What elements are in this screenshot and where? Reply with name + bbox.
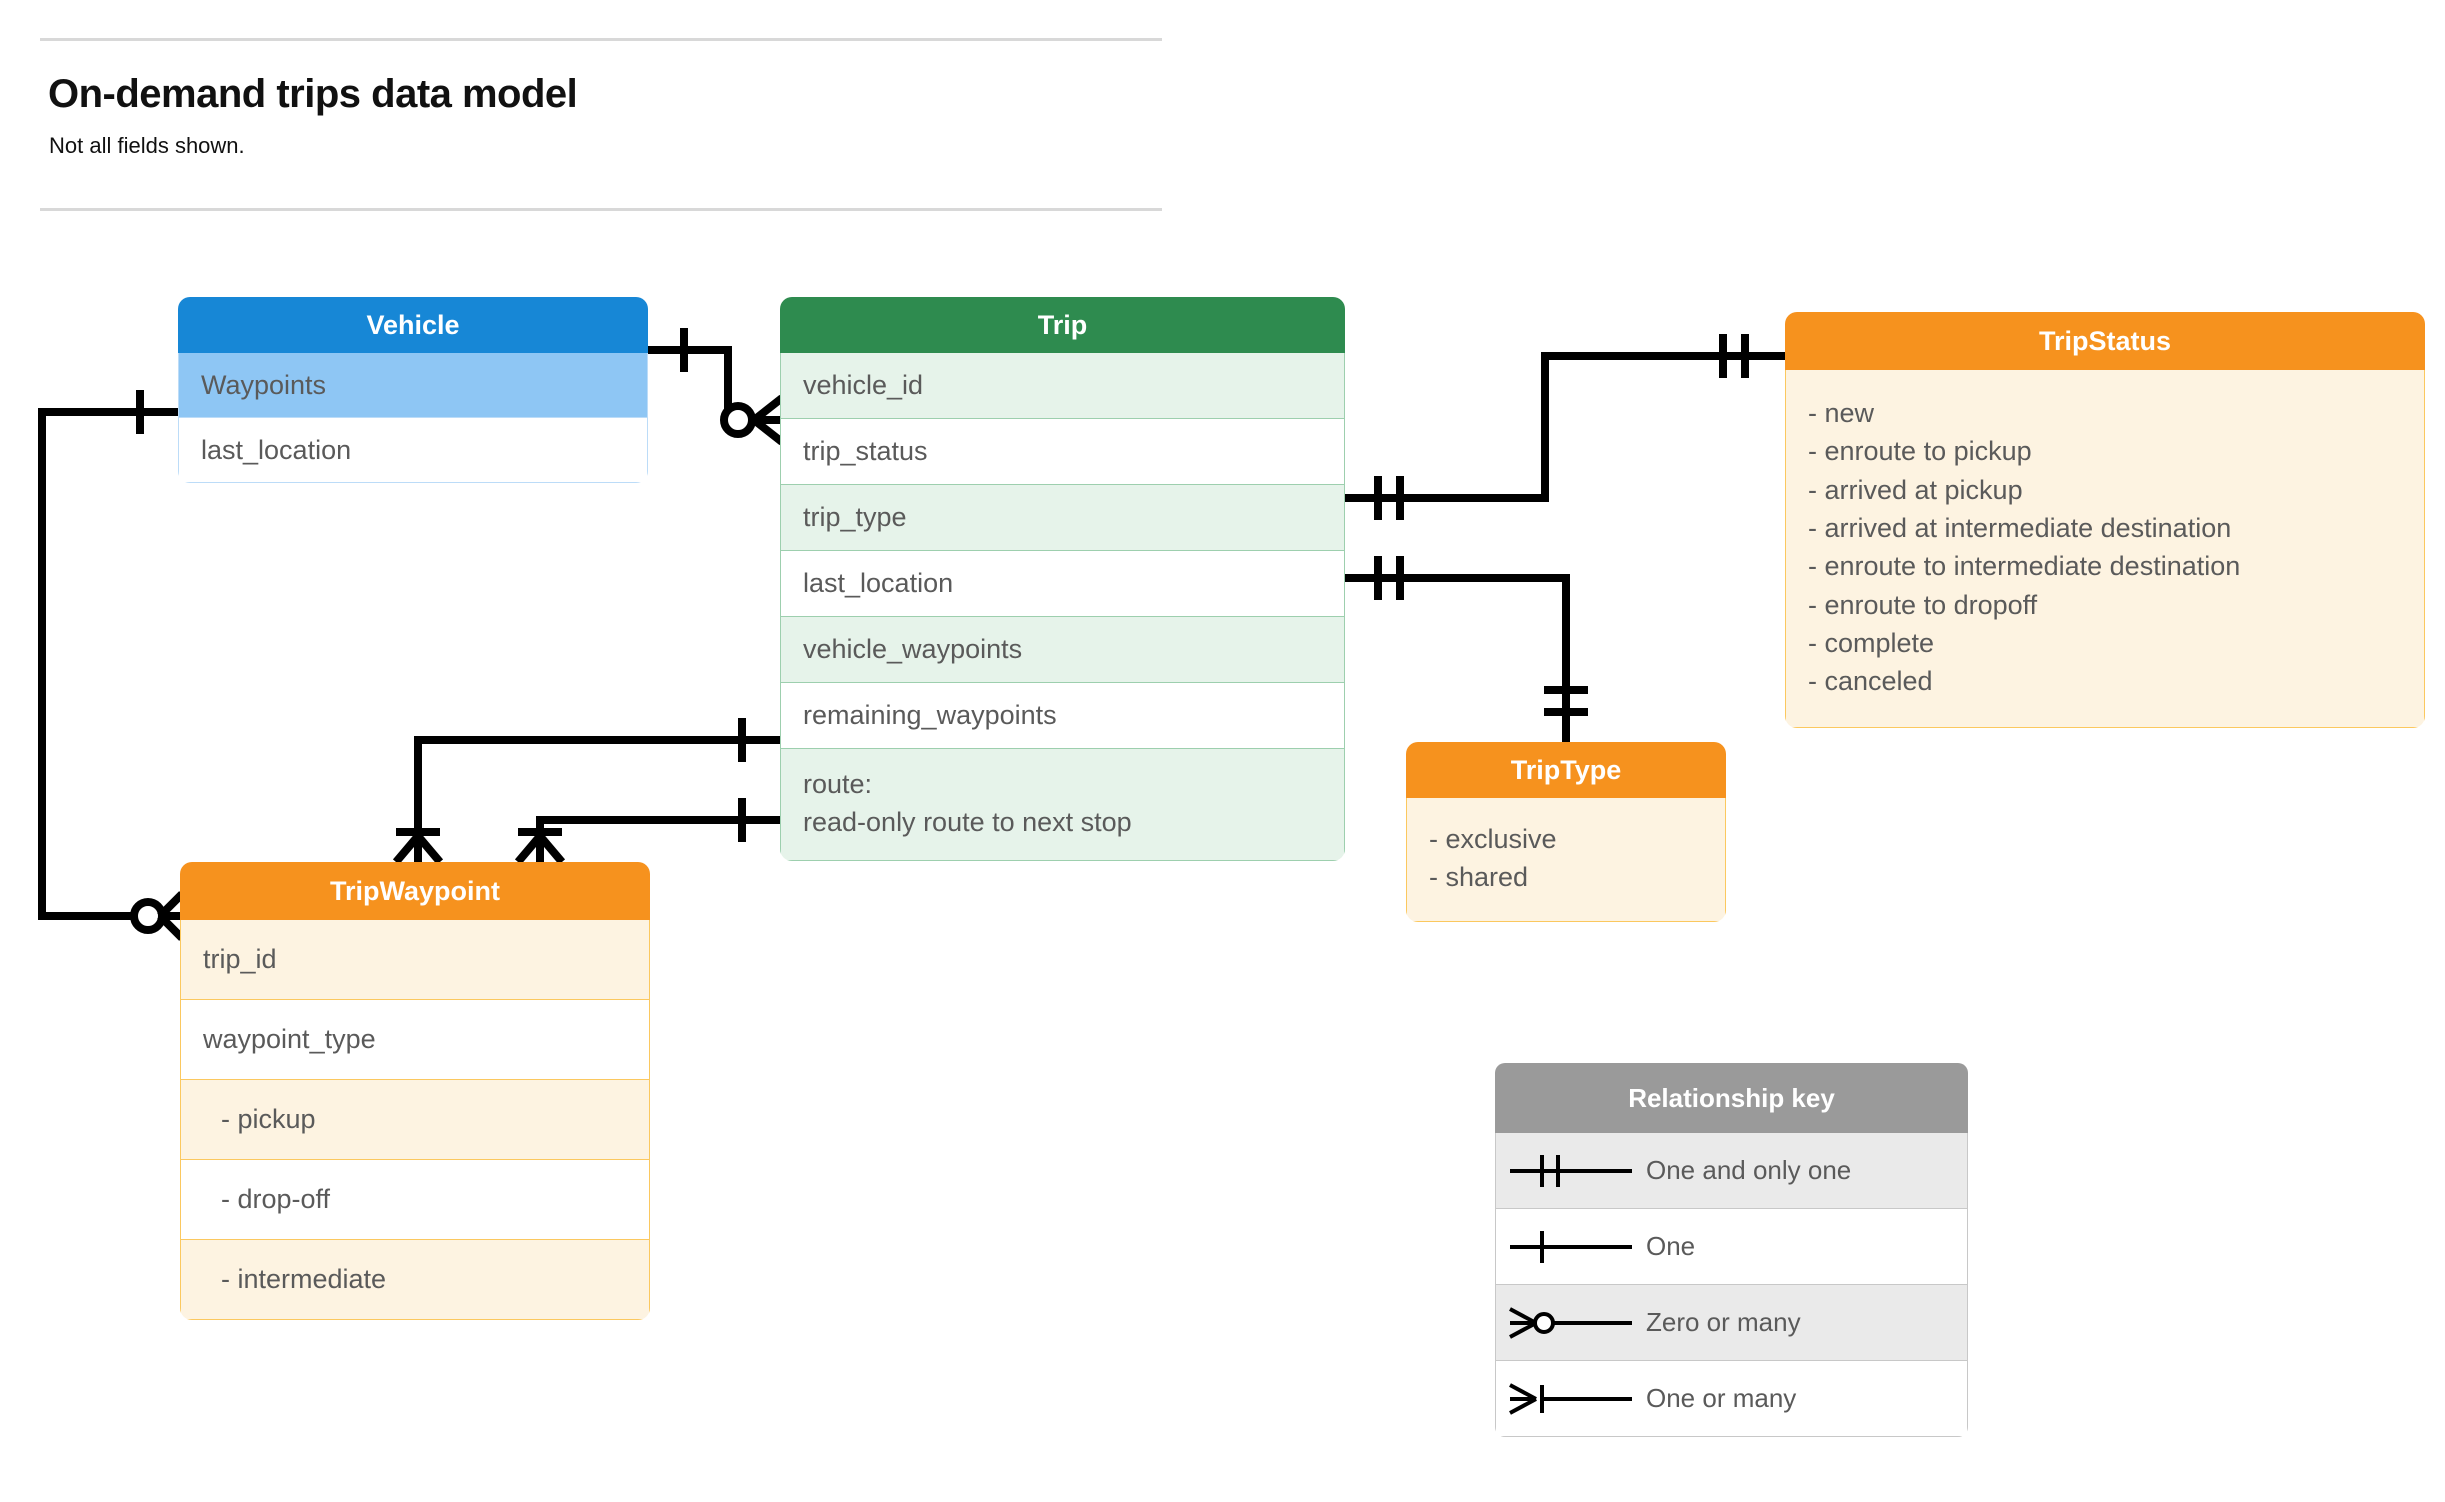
header-divider-bottom bbox=[40, 208, 1162, 211]
trip-field-vehicle-id[interactable]: vehicle_id bbox=[780, 353, 1345, 419]
trip-status-value: - enroute to intermediate destination bbox=[1808, 551, 2241, 582]
entity-trip-waypoint-title: TripWaypoint bbox=[180, 862, 650, 920]
trip-waypoint-value-intermediate: - intermediate bbox=[180, 1240, 650, 1320]
entity-trip-status[interactable]: TripStatus - new - enroute to pickup - a… bbox=[1785, 312, 2425, 728]
legend-label: One and only one bbox=[1646, 1155, 1852, 1185]
entity-vehicle[interactable]: Vehicle Waypoints last_location bbox=[178, 297, 648, 483]
vehicle-field-last-location[interactable]: last_location bbox=[178, 418, 648, 483]
one-and-only-one-icon bbox=[1496, 1149, 1646, 1193]
legend-item-one: One bbox=[1495, 1209, 1968, 1285]
trip-type-value: - exclusive bbox=[1429, 824, 1557, 854]
trip-status-value: - arrived at pickup bbox=[1808, 474, 2023, 505]
trip-waypoint-value-drop-off: - drop-off bbox=[180, 1160, 650, 1240]
trip-status-values: - new - enroute to pickup - arrived at p… bbox=[1785, 370, 2425, 728]
trip-status-value: - new bbox=[1808, 398, 1875, 428]
relationship-key-title: Relationship key bbox=[1495, 1063, 1968, 1133]
trip-field-remaining-waypoints[interactable]: remaining_waypoints bbox=[780, 683, 1345, 749]
trip-field-trip-type[interactable]: trip_type bbox=[780, 485, 1345, 551]
page-title: On-demand trips data model bbox=[48, 72, 578, 116]
entity-trip-type[interactable]: TripType - exclusive - shared bbox=[1406, 742, 1726, 922]
legend-label: One bbox=[1646, 1231, 1696, 1261]
trip-status-value: - enroute to pickup bbox=[1808, 436, 2032, 467]
trip-field-trip-status[interactable]: trip_status bbox=[780, 419, 1345, 485]
legend-label: Zero or many bbox=[1646, 1307, 1801, 1337]
entity-trip[interactable]: Trip vehicle_id trip_status trip_type la… bbox=[780, 297, 1345, 861]
entity-vehicle-title: Vehicle bbox=[178, 297, 648, 353]
page-subtitle: Not all fields shown. bbox=[49, 133, 245, 158]
trip-status-value: - enroute to dropoff bbox=[1808, 589, 2038, 620]
trip-status-value: - canceled bbox=[1808, 666, 1933, 697]
relationship-key-legend: Relationship key One and only one bbox=[1495, 1063, 1968, 1437]
legend-label: One or many bbox=[1646, 1383, 1797, 1413]
trip-waypoint-field-waypoint-type[interactable]: waypoint_type bbox=[180, 1000, 650, 1080]
trip-type-value: - shared bbox=[1429, 862, 1529, 893]
legend-item-one-or-many: One or many bbox=[1495, 1361, 1968, 1437]
trip-route-label: route: bbox=[803, 769, 873, 799]
entity-trip-waypoint[interactable]: TripWaypoint trip_id waypoint_type - pic… bbox=[180, 862, 650, 1320]
legend-item-zero-or-many: Zero or many bbox=[1495, 1285, 1968, 1361]
trip-field-vehicle-waypoints[interactable]: vehicle_waypoints bbox=[780, 617, 1345, 683]
trip-field-last-location[interactable]: last_location bbox=[780, 551, 1345, 617]
legend-item-one-and-only-one: One and only one bbox=[1495, 1133, 1968, 1209]
header-divider-top bbox=[40, 38, 1162, 41]
entity-trip-title: Trip bbox=[780, 297, 1345, 353]
zero-or-many-icon bbox=[1496, 1301, 1646, 1345]
entity-trip-status-title: TripStatus bbox=[1785, 312, 2425, 370]
vehicle-field-waypoints[interactable]: Waypoints bbox=[178, 353, 648, 418]
trip-type-values: - exclusive - shared bbox=[1406, 798, 1726, 922]
trip-waypoint-value-pickup: - pickup bbox=[180, 1080, 650, 1160]
trip-status-value: - complete bbox=[1808, 627, 1935, 658]
trip-field-route[interactable]: route: read-only route to next stop bbox=[780, 749, 1345, 861]
one-or-many-icon bbox=[1496, 1377, 1646, 1421]
trip-waypoint-field-trip-id[interactable]: trip_id bbox=[180, 920, 650, 1000]
trip-status-value: - arrived at intermediate destination bbox=[1808, 512, 2232, 543]
entity-trip-type-title: TripType bbox=[1406, 742, 1726, 798]
one-icon bbox=[1496, 1225, 1646, 1269]
trip-route-note: read-only route to next stop bbox=[803, 807, 1132, 838]
